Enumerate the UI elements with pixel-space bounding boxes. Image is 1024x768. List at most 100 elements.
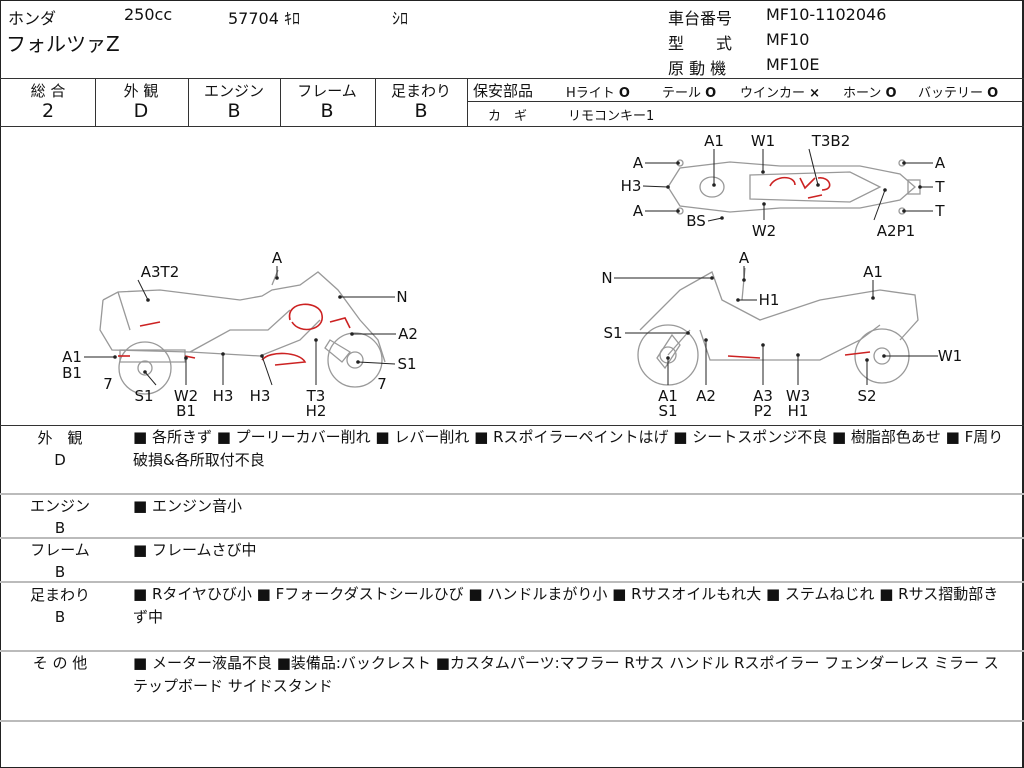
damage-code-label: B1 — [62, 364, 82, 382]
divider — [95, 78, 96, 126]
grade-value-overall: 2 — [41, 100, 55, 122]
remark-grade: B — [54, 519, 66, 537]
damage-code-label: S1 — [134, 387, 153, 405]
damage-code-label: S1 — [603, 324, 622, 342]
item-mark: O — [987, 86, 999, 101]
divider — [0, 78, 1024, 79]
damage-code-label: A — [633, 154, 644, 172]
leader-dot — [902, 161, 906, 165]
damage-code-label: T3B2 — [811, 132, 851, 150]
type-label: 型 式 — [668, 34, 733, 53]
divider — [0, 537, 1024, 539]
damage-code-label: A — [739, 249, 750, 267]
frame-no: MF10-1102046 — [766, 5, 887, 24]
leader-dot — [676, 209, 680, 213]
remark-label: フレーム — [30, 541, 90, 559]
item-name: ウインカー — [740, 86, 806, 101]
damage-code-label: T — [934, 178, 945, 196]
grade-label-suspension: 足まわり — [390, 82, 451, 100]
leader-dot — [314, 338, 318, 342]
damage-code-label: A1 — [704, 132, 724, 150]
grade-value-engine: B — [227, 100, 241, 122]
color: ｼﾛ — [392, 9, 409, 28]
leader-dot — [221, 352, 225, 356]
damage-code-label: A1 — [62, 348, 82, 366]
safety-item-horn: ホーン O — [843, 82, 897, 101]
leader-dot — [871, 296, 875, 300]
damage-code-label: B1 — [176, 402, 196, 420]
item-name: テール — [662, 86, 702, 101]
leader-dot — [275, 276, 279, 280]
grade-label-overall: 総 合 — [30, 82, 66, 100]
damage-code-label: A — [935, 154, 946, 172]
grade-value-frame: B — [320, 100, 334, 122]
damage-marks — [118, 176, 871, 366]
leader-line — [873, 189, 886, 221]
damage-code-label: A1 — [863, 263, 883, 281]
remark-grade: D — [54, 451, 66, 469]
remark-label: 足まわり — [29, 586, 90, 604]
divider — [0, 650, 1024, 652]
leader-dot — [736, 298, 740, 302]
leader-dot — [796, 353, 800, 357]
scooter-top-view-outline — [667, 159, 921, 215]
leader-dot — [720, 216, 724, 220]
damage-code-label: W2 — [752, 222, 776, 240]
leader-dot — [762, 202, 766, 206]
leader-line — [261, 355, 273, 386]
item-mark: O — [705, 86, 717, 101]
divider — [0, 493, 1024, 495]
damage-code-label: H3 — [621, 177, 642, 195]
damage-code-label: H3 — [213, 387, 234, 405]
damage-code-label: W2 — [174, 387, 198, 405]
safety-item-winker: ウインカー × — [740, 82, 820, 101]
damage-code-label: A3T2 — [141, 263, 180, 281]
divider — [0, 126, 1024, 127]
divider — [188, 78, 189, 126]
damage-code-label: A1 — [658, 387, 678, 405]
leader-dot — [113, 355, 117, 359]
damage-code-label: A2 — [398, 325, 418, 343]
leader-dot — [882, 354, 886, 358]
damage-code-label: W1 — [938, 347, 962, 365]
remark-text-frame: ■ フレームさび中 — [133, 541, 257, 559]
damage-code-label: P2 — [754, 402, 773, 420]
mileage: 57704 ｷﾛ — [228, 9, 300, 28]
leader-dot — [666, 185, 670, 189]
remark-text-exterior: ■ 各所きず ■ プーリーカバー削れ ■ レバー削れ ■ Rスポイラーペイントは… — [133, 428, 1004, 469]
scooter-right-side-outline — [637, 267, 919, 386]
remark-label-other: そ の 他 — [0, 652, 120, 674]
engine-model: MF10E — [766, 55, 820, 74]
key-value: リモコンキー1 — [568, 109, 655, 124]
leader-dot — [883, 188, 887, 192]
item-mark: O — [885, 86, 897, 101]
leader-line — [144, 371, 157, 386]
divider — [0, 720, 1024, 722]
divider — [375, 78, 376, 126]
leader-dot — [350, 332, 354, 336]
damage-code-label: BS — [686, 212, 706, 230]
leader-dot — [686, 331, 690, 335]
remark-grade: B — [54, 608, 66, 626]
damage-code-label: N — [601, 269, 612, 287]
remark-text-other: ■ メーター液晶不良 ■装備品:バックレスト ■カスタムパーツ:マフラー Rサス… — [133, 654, 999, 695]
leader-dot — [704, 338, 708, 342]
leader-dot — [676, 161, 680, 165]
leader-line — [357, 361, 396, 365]
remark-label-suspension: 足まわり B — [0, 584, 120, 628]
engine-label: 原 動 機 — [668, 59, 727, 78]
leader-dot — [865, 358, 869, 362]
model-name: フォルツァZ — [6, 32, 120, 56]
damage-code-label: 7 — [377, 375, 387, 393]
remark-label: 外 観 — [37, 429, 83, 447]
leader-dot — [712, 183, 716, 187]
leader-dot — [356, 360, 360, 364]
leader-dot — [184, 356, 188, 360]
leader-dot — [816, 183, 820, 187]
key-label: カ ギ — [488, 109, 528, 124]
leader-dot — [761, 170, 765, 174]
leader-dot — [761, 343, 765, 347]
damage-code-label: W3 — [786, 387, 810, 405]
